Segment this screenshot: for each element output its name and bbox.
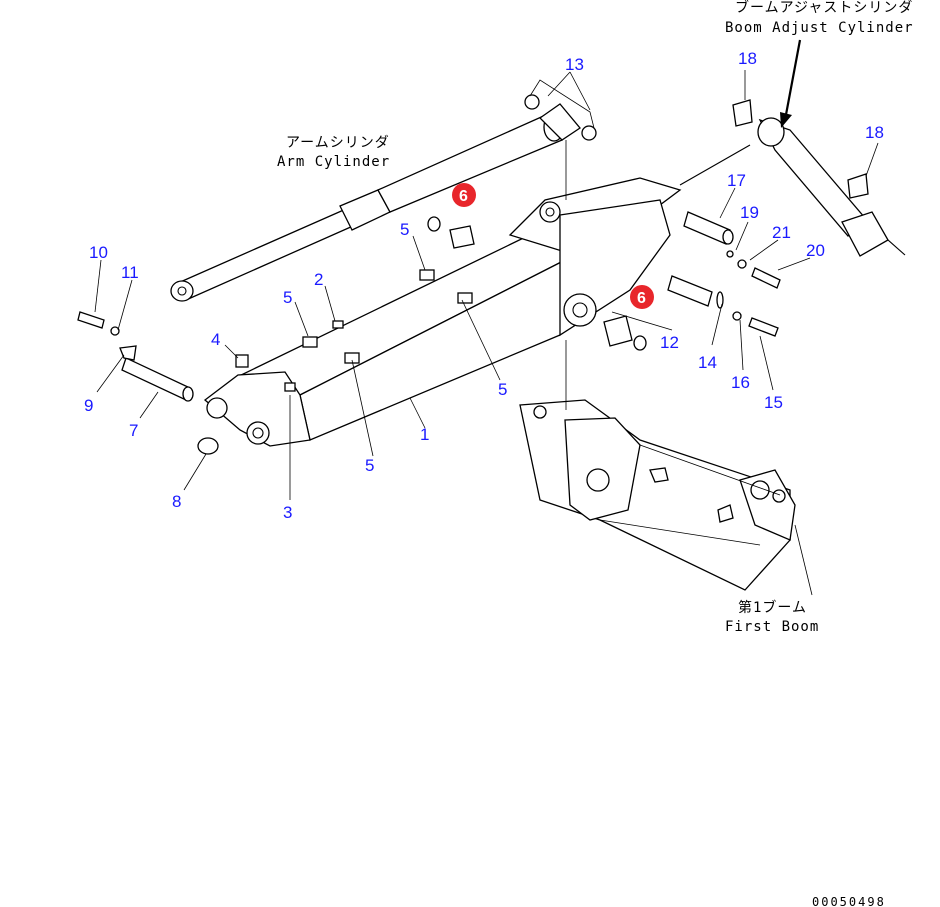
arm-cylinder-jp-caption: アームシリンダ xyxy=(286,135,390,151)
callout-8[interactable]: 8 xyxy=(172,492,181,511)
callout-15[interactable]: 15 xyxy=(764,393,783,412)
callout-12[interactable]: 12 xyxy=(660,333,679,352)
leader-lines xyxy=(94,39,879,596)
callout-6-highlight-lower xyxy=(630,285,654,309)
arm-cylinder xyxy=(170,79,597,302)
callout-4[interactable]: 4 xyxy=(211,330,220,349)
callout-5-bottom[interactable]: 5 xyxy=(365,456,374,475)
callout-9[interactable]: 9 xyxy=(84,396,93,415)
arm-body xyxy=(203,177,682,447)
bolt-10 xyxy=(77,311,120,336)
callout-5-left[interactable]: 5 xyxy=(283,288,292,307)
bushing-6-lower xyxy=(603,315,647,351)
boom-adjust-jp-caption: ブームアジャストシリンダ xyxy=(735,0,913,16)
bushing-6-upper xyxy=(427,216,475,249)
callout-5-right[interactable]: 5 xyxy=(498,380,507,399)
callout-5-top[interactable]: 5 xyxy=(400,220,409,239)
drawing-code: 00050498 xyxy=(812,895,886,907)
callout-21[interactable]: 21 xyxy=(772,223,791,242)
callout-11[interactable]: 11 xyxy=(121,263,139,282)
first-boom-en-caption: First Boom xyxy=(725,619,819,635)
callout-6-highlight-upper xyxy=(452,183,476,207)
callout-16[interactable]: 16 xyxy=(731,373,750,392)
boom-adjust-cylinder xyxy=(679,117,906,257)
first-boom xyxy=(519,399,796,591)
callouts: 13 18 18 17 19 21 20 6 6 5 5 5 5 2 10 11… xyxy=(84,49,884,522)
pin-7 xyxy=(119,345,194,402)
boom-adjust-en-caption: Boom Adjust Cylinder xyxy=(725,20,914,36)
callout-18-top[interactable]: 18 xyxy=(738,49,757,68)
callout-10[interactable]: 10 xyxy=(89,243,108,262)
callout-7[interactable]: 7 xyxy=(129,421,138,440)
callout-20[interactable]: 20 xyxy=(806,241,825,260)
plates-18 xyxy=(732,99,869,199)
callout-6-lower[interactable]: 6 xyxy=(637,290,646,307)
callout-6-upper[interactable]: 6 xyxy=(459,188,468,205)
callout-2[interactable]: 2 xyxy=(314,270,323,289)
callout-14[interactable]: 14 xyxy=(698,353,717,372)
captions: ブームアジャストシリンダ Boom Adjust Cylinder アームシリン… xyxy=(277,0,914,907)
pin-17 xyxy=(683,211,734,245)
pin-12 xyxy=(667,275,724,309)
washer-8 xyxy=(197,437,219,455)
first-boom-jp-caption: 第1ブーム xyxy=(738,599,807,616)
callout-17[interactable]: 17 xyxy=(727,171,746,190)
callout-3[interactable]: 3 xyxy=(283,503,292,522)
callout-18-right[interactable]: 18 xyxy=(865,123,884,142)
bolts-right xyxy=(726,250,781,337)
callout-1[interactable]: 1 xyxy=(420,425,429,444)
arm-cylinder-en-caption: Arm Cylinder xyxy=(277,154,390,170)
callout-13[interactable]: 13 xyxy=(565,55,584,74)
callout-19[interactable]: 19 xyxy=(740,203,759,222)
